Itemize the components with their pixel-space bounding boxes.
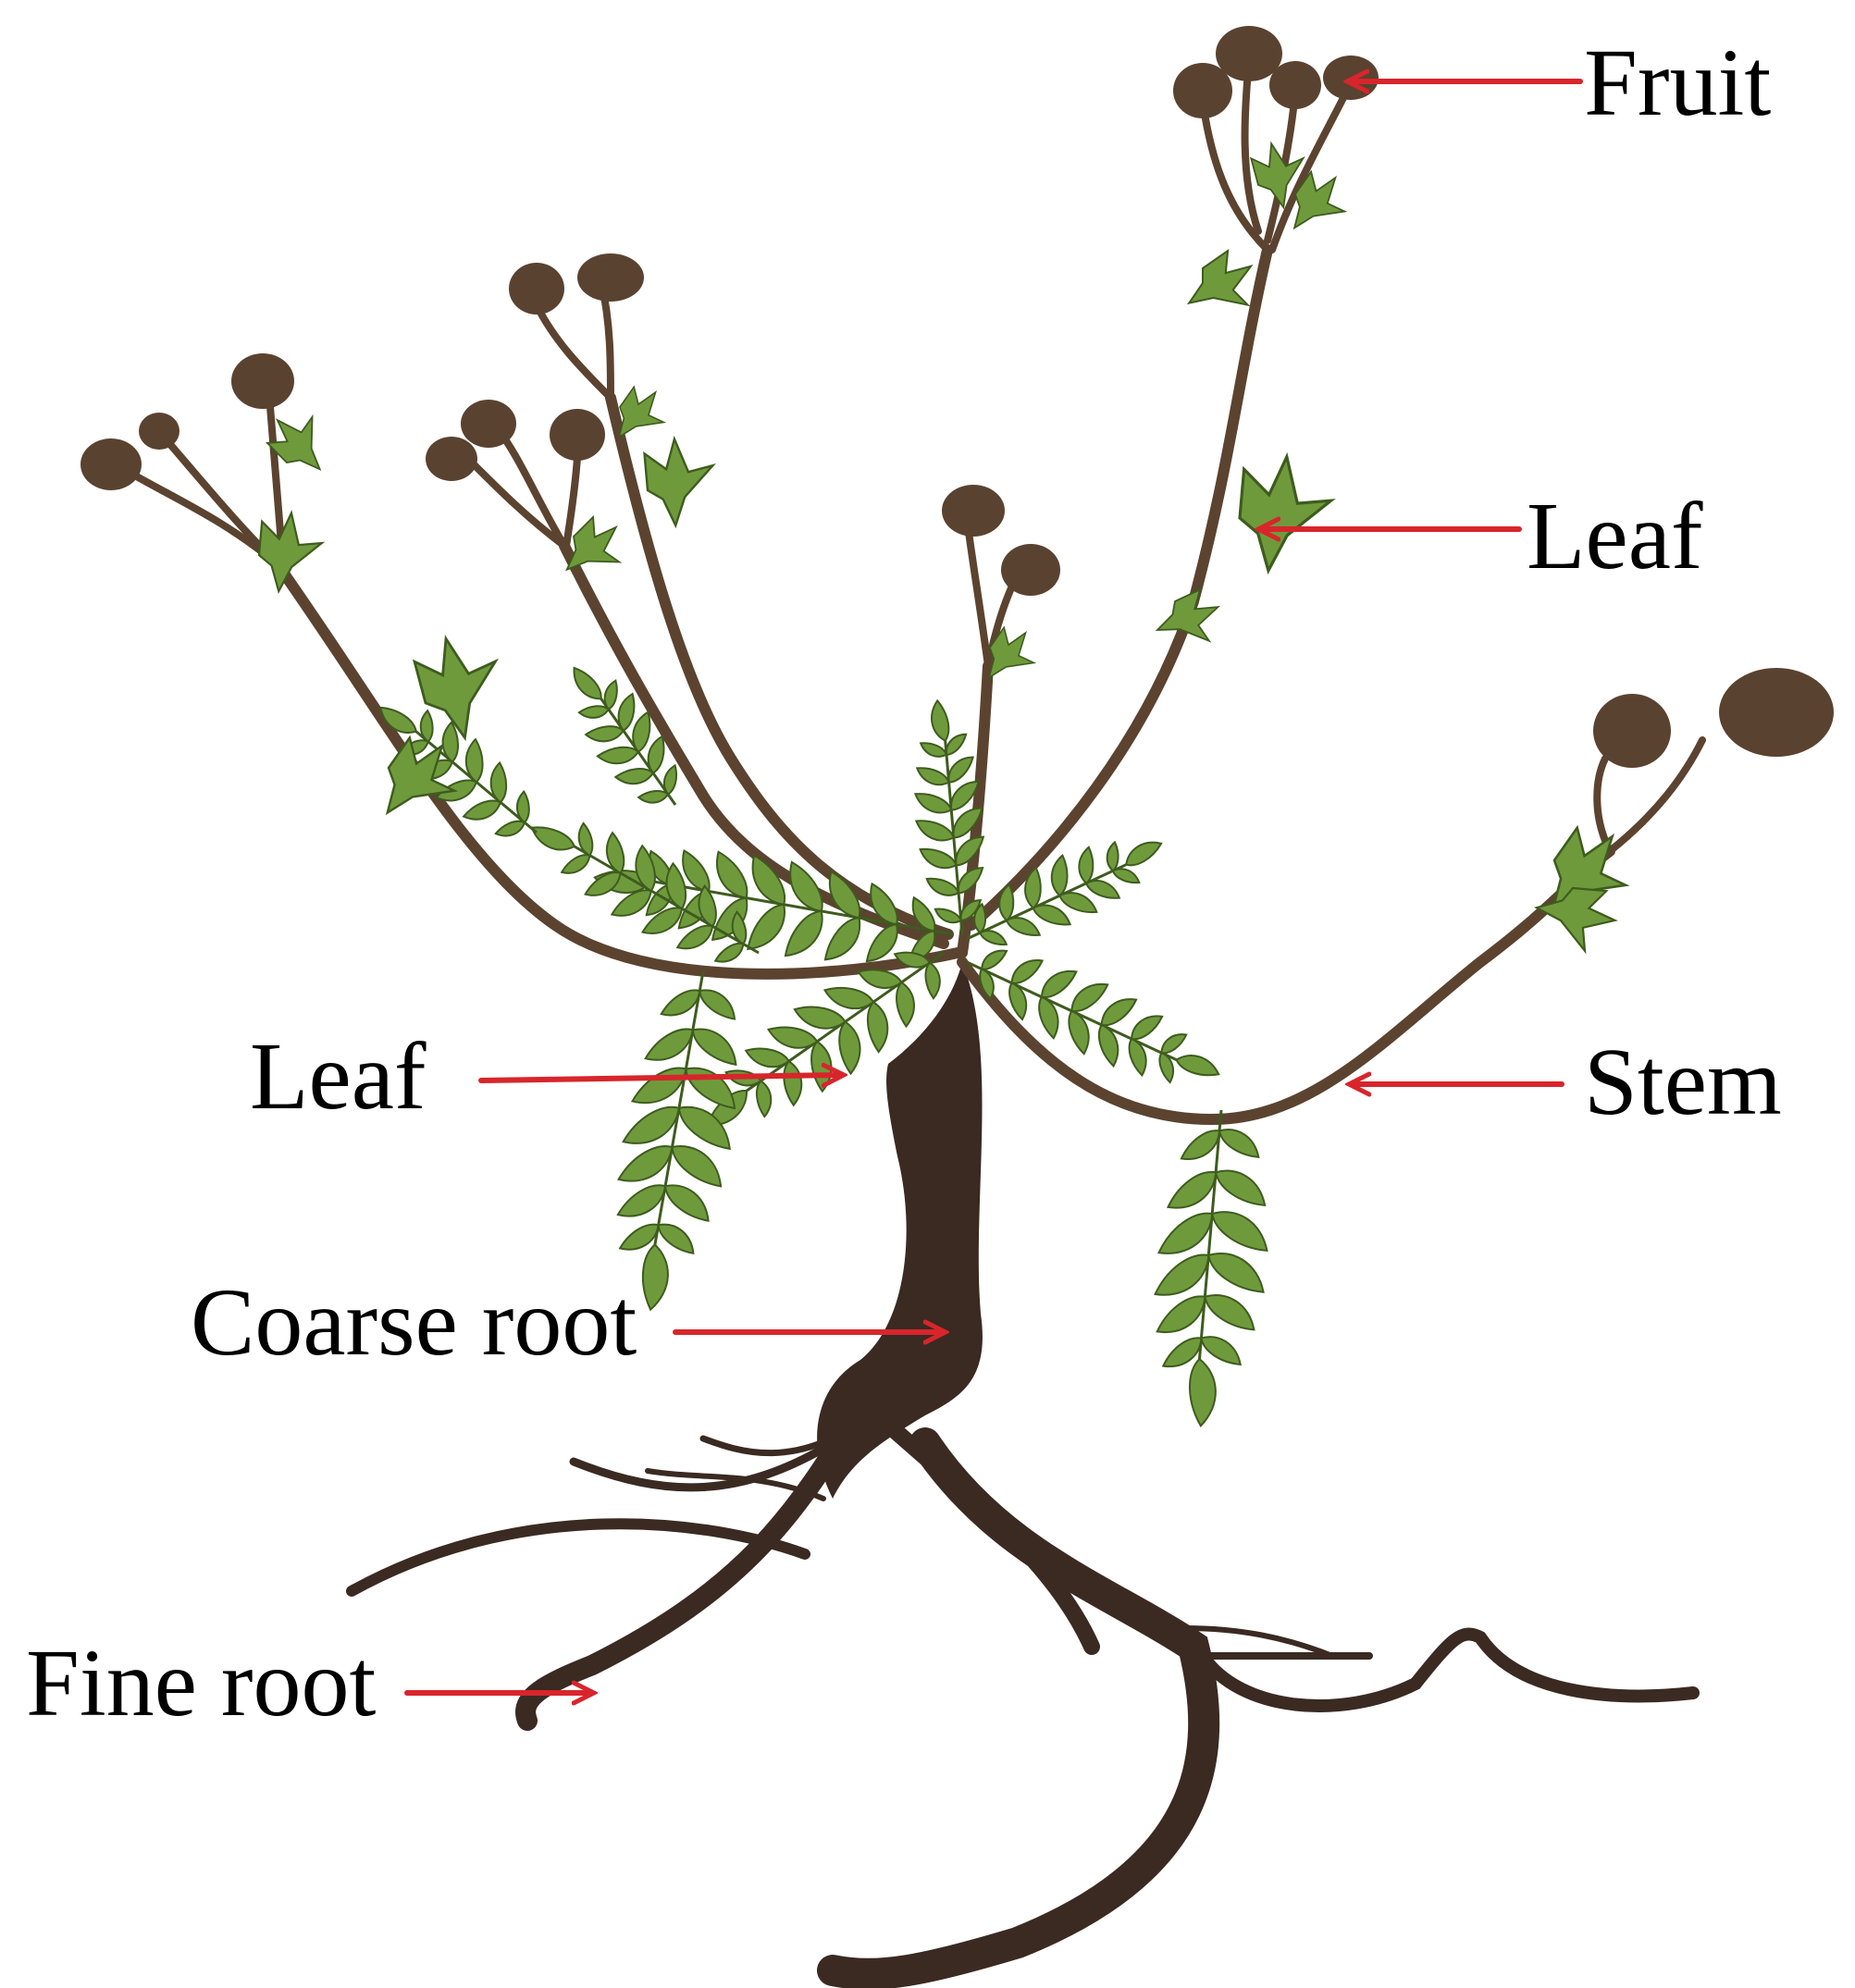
compound-leaf (706, 951, 945, 1127)
fruit (509, 263, 564, 315)
leaf (1222, 443, 1348, 575)
fruit (426, 437, 477, 481)
compound-leaf (966, 949, 1220, 1084)
leaf (613, 384, 670, 445)
fruit (461, 400, 516, 448)
fruit (1269, 61, 1321, 109)
compound-leaf (913, 698, 985, 935)
label-stem: Stem (1584, 1029, 1782, 1135)
coarse-root-shape (817, 962, 983, 1499)
arrow-leaf-lower (478, 1075, 842, 1080)
fruit (231, 353, 294, 409)
leaf (399, 620, 522, 745)
fruit (1216, 26, 1282, 81)
leaf (1533, 876, 1625, 963)
fruit (1593, 694, 1671, 768)
compound-leaf (966, 840, 1163, 946)
fruit (942, 485, 1005, 537)
compound-leaf (379, 706, 538, 837)
stem-left-long (272, 559, 963, 980)
fruit (1001, 544, 1060, 596)
stem-center (957, 661, 994, 958)
fruit-clusters (80, 26, 1834, 855)
label-fruit: Fruit (1584, 30, 1772, 136)
label-coarse-root: Coarse root (191, 1269, 637, 1376)
compound-leaf (573, 666, 678, 806)
fruit (1323, 56, 1379, 100)
compound-leaf (530, 821, 760, 963)
fruit (1719, 668, 1834, 757)
label-leaf-upper: Leaf (1527, 483, 1703, 589)
fine-roots (346, 1396, 1700, 1988)
leaves (247, 131, 1636, 1428)
label-leaf-lower: Leaf (250, 1023, 427, 1130)
fruit (577, 253, 644, 302)
root-system (346, 962, 1700, 1988)
compound-leaf (616, 970, 737, 1312)
fruit (139, 413, 179, 450)
arrows (404, 81, 1583, 1693)
fruit (1173, 63, 1232, 118)
leaf (1152, 581, 1232, 661)
fruit (80, 438, 142, 490)
fruit (550, 409, 605, 461)
compound-leaf (1154, 1109, 1268, 1428)
leaf (629, 426, 731, 530)
label-fine-root: Fine root (26, 1630, 377, 1736)
